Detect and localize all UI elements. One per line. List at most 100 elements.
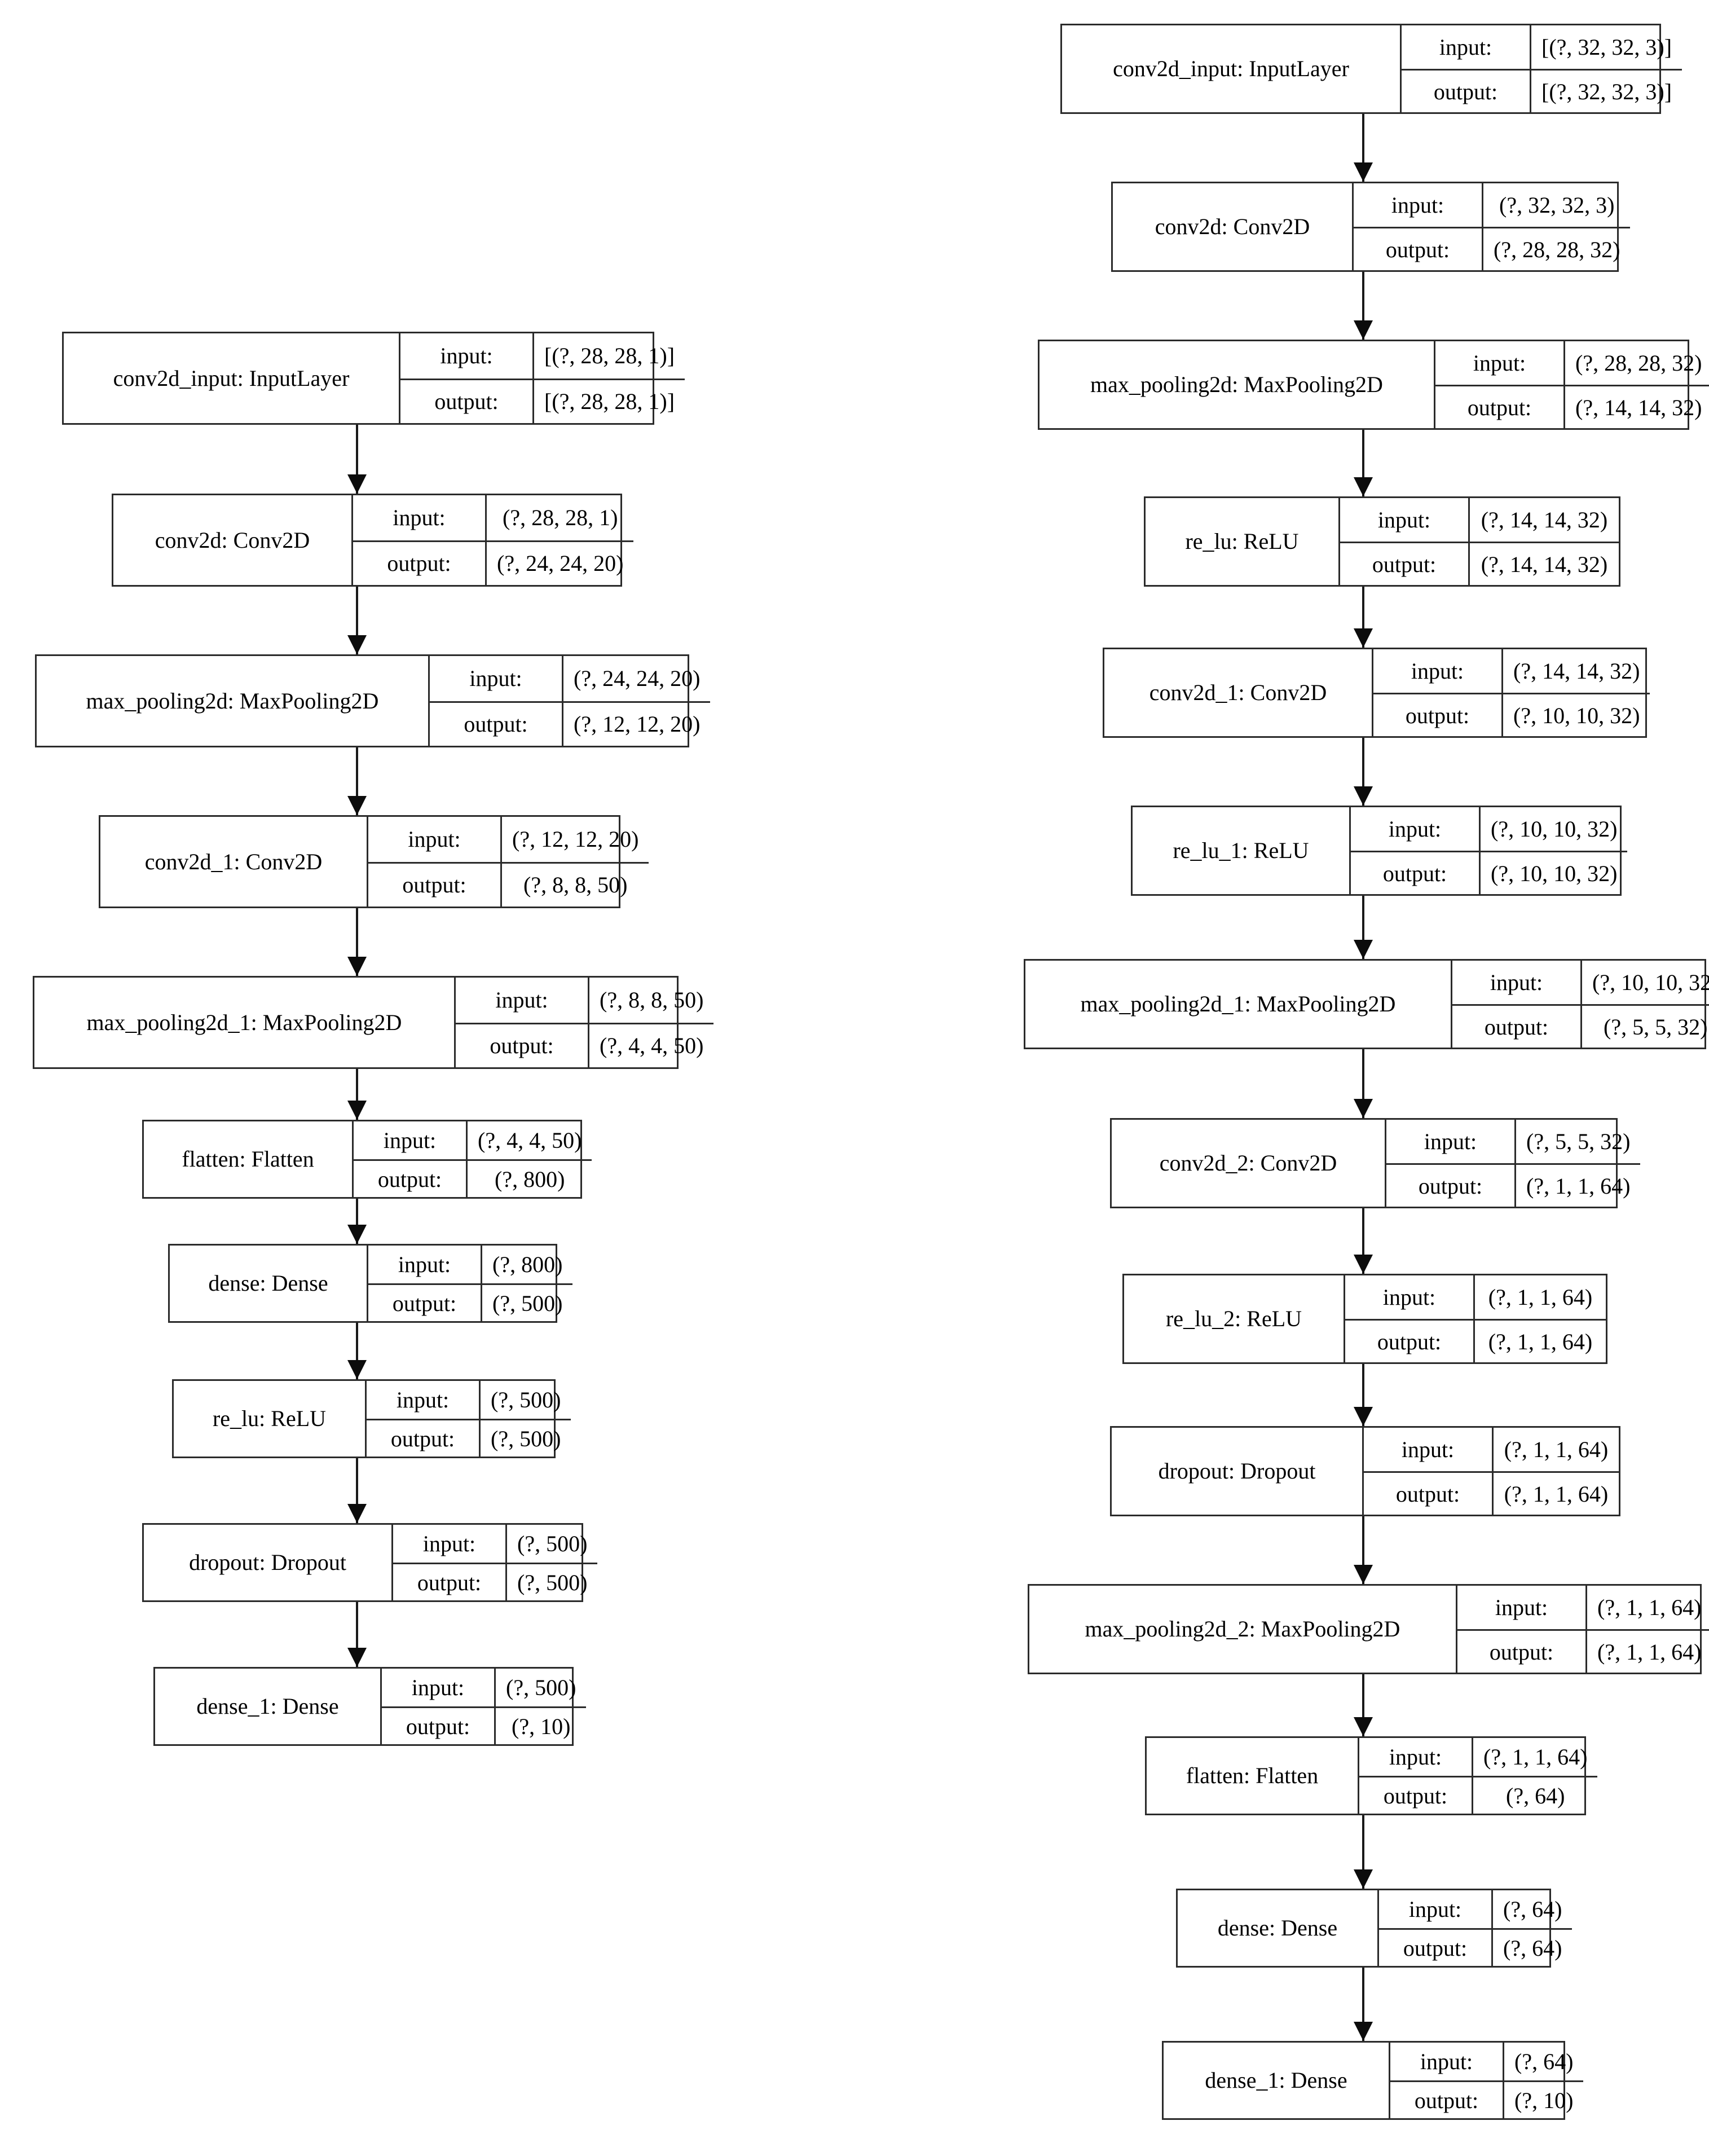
io-label-output: output: [392, 1290, 457, 1316]
io-row-output: output:(?, 28, 28, 32) [1354, 227, 1631, 270]
edge-line [1362, 896, 1364, 959]
edge-conv2d-to-max_pooling2d [347, 587, 367, 654]
edge-r_conv2d_1-to-r_re_lu_1 [1354, 738, 1373, 806]
io-row-input: input:(?, 4, 4, 50) [354, 1121, 592, 1159]
layer-io-table: input:(?, 14, 14, 32)output:(?, 14, 14, … [1338, 498, 1619, 585]
io-row-input: input:(?, 500) [367, 1381, 571, 1419]
layer-io-table: input:(?, 8, 8, 50)output:(?, 4, 4, 50) [454, 978, 714, 1067]
io-value-input: (?, 1, 1, 64) [1473, 1275, 1606, 1319]
io-label-output: output: [434, 389, 499, 415]
edge-dense-to-re_lu [347, 1323, 367, 1379]
io-value-output: (?, 500) [481, 1285, 572, 1321]
edge-r_dropout-to-r_max_pooling2d_2 [1354, 1516, 1373, 1584]
layer-io-table: input:(?, 64)output:(?, 10) [1389, 2043, 1584, 2118]
io-row-output: output:(?, 800) [354, 1159, 592, 1197]
io-value-output: (?, 14, 14, 32) [1563, 386, 1709, 428]
layer-io-table: input:(?, 28, 28, 1)output:(?, 24, 24, 2… [351, 495, 634, 585]
io-value-output: (?, 64) [1491, 1930, 1572, 1966]
layer-node-label: re_lu_2: ReLU [1165, 1306, 1302, 1331]
io-row-input: input:[(?, 28, 28, 1)] [400, 333, 685, 379]
layer-node-label: re_lu_1: ReLU [1173, 838, 1309, 863]
edge-line [1362, 1516, 1364, 1584]
io-value-output: (?, 4, 4, 50) [588, 1024, 713, 1067]
layer-node-r_re_lu[interactable]: re_lu: ReLU input:(?, 14, 14, 32)output:(… [1144, 496, 1620, 587]
layer-io-table: input:(?, 500)output:(?, 500) [391, 1525, 598, 1600]
io-value-input: (?, 800) [481, 1246, 572, 1283]
layer-io-table: input:(?, 1, 1, 64)output:(?, 64) [1358, 1738, 1598, 1814]
arrowhead-icon [347, 796, 367, 815]
io-value-output: [(?, 28, 28, 1)] [532, 380, 685, 423]
io-row-input: input:(?, 10, 10, 32) [1452, 961, 1709, 1004]
layer-node-label: max_pooling2d_2: MaxPooling2D [1085, 1616, 1400, 1642]
io-row-output: output:(?, 14, 14, 32) [1435, 385, 1709, 428]
arrowhead-icon [347, 1504, 367, 1523]
io-value-input: (?, 64) [1491, 1890, 1572, 1928]
io-label-input: input: [1420, 2049, 1473, 2074]
io-label-output: output: [490, 1033, 554, 1059]
layer-io-table: input: (?, 28, 28, 32)output:(?, 14, 14, … [1434, 341, 1709, 428]
io-row-input: input:(?, 64) [1379, 1890, 1572, 1928]
layer-io-table: input:(?, 32, 32, 3)output:(?, 28, 28, 3… [1352, 183, 1631, 270]
arrowhead-icon [1354, 1717, 1373, 1736]
io-label-input: input: [1473, 350, 1526, 376]
layer-node-r_dense_1[interactable]: dense_1: Dense input:(?, 64)output:(?, 10… [1162, 2041, 1584, 2120]
io-row-output: output:(?, 8, 8, 50) [368, 861, 649, 907]
edge-conv2d_1-to-max_pooling2d_1 [347, 908, 367, 976]
io-value-input: (?, 1, 1, 64) [1585, 1586, 1709, 1629]
layer-node-label: conv2d_1: Conv2D [144, 848, 323, 874]
io-row-output: output:(?, 64) [1359, 1776, 1598, 1814]
layer-io-table: input:(?, 24, 24, 20)output:(?, 12, 12, … [428, 656, 711, 746]
io-row-output: output:(?, 500) [393, 1563, 598, 1600]
io-value-output: (?, 5, 5, 32) [1580, 1006, 1709, 1048]
io-row-output: output:(?, 14, 14, 32) [1340, 542, 1619, 585]
io-row-output: output:(?, 64) [1379, 1928, 1573, 1966]
arrowhead-icon [347, 474, 367, 494]
io-label-input: input: [383, 1128, 437, 1153]
io-row-output: output:(?, 10) [382, 1706, 587, 1744]
edge-line [1362, 1364, 1364, 1426]
layer-io-table: input:(?, 1, 1, 64)output:(?, 1, 1, 64) [1362, 1428, 1619, 1515]
arrowhead-icon [1354, 1255, 1373, 1274]
io-value-output: (?, 12, 12, 20) [562, 702, 710, 746]
arrowhead-icon [1354, 1565, 1373, 1584]
io-label-input: input: [1389, 1744, 1442, 1770]
io-value-output: (?, 24, 24, 20) [485, 542, 633, 585]
arrowhead-icon [347, 1101, 367, 1120]
edge-r_max_pooling2d_1-to-r_conv2d_2 [1354, 1049, 1373, 1118]
layer-node-label: re_lu: ReLU [1185, 529, 1299, 554]
layer-node-label: dense_1: Dense [1205, 2067, 1347, 2093]
edge-line [1362, 1049, 1364, 1118]
io-label-output: output: [1377, 1328, 1442, 1354]
io-label-input: input: [398, 1252, 451, 1277]
io-label-output: output: [464, 711, 528, 737]
io-label-output: output: [1405, 702, 1470, 728]
io-value-input: (?, 28, 28, 32) [1563, 341, 1709, 385]
edge-line [1362, 272, 1364, 340]
io-value-input: (?, 5, 5, 32) [1514, 1120, 1640, 1163]
edge-line [1362, 1208, 1364, 1274]
io-row-output: output:(?, 10, 10, 32) [1373, 693, 1650, 736]
io-label-output: output: [1489, 1639, 1554, 1665]
